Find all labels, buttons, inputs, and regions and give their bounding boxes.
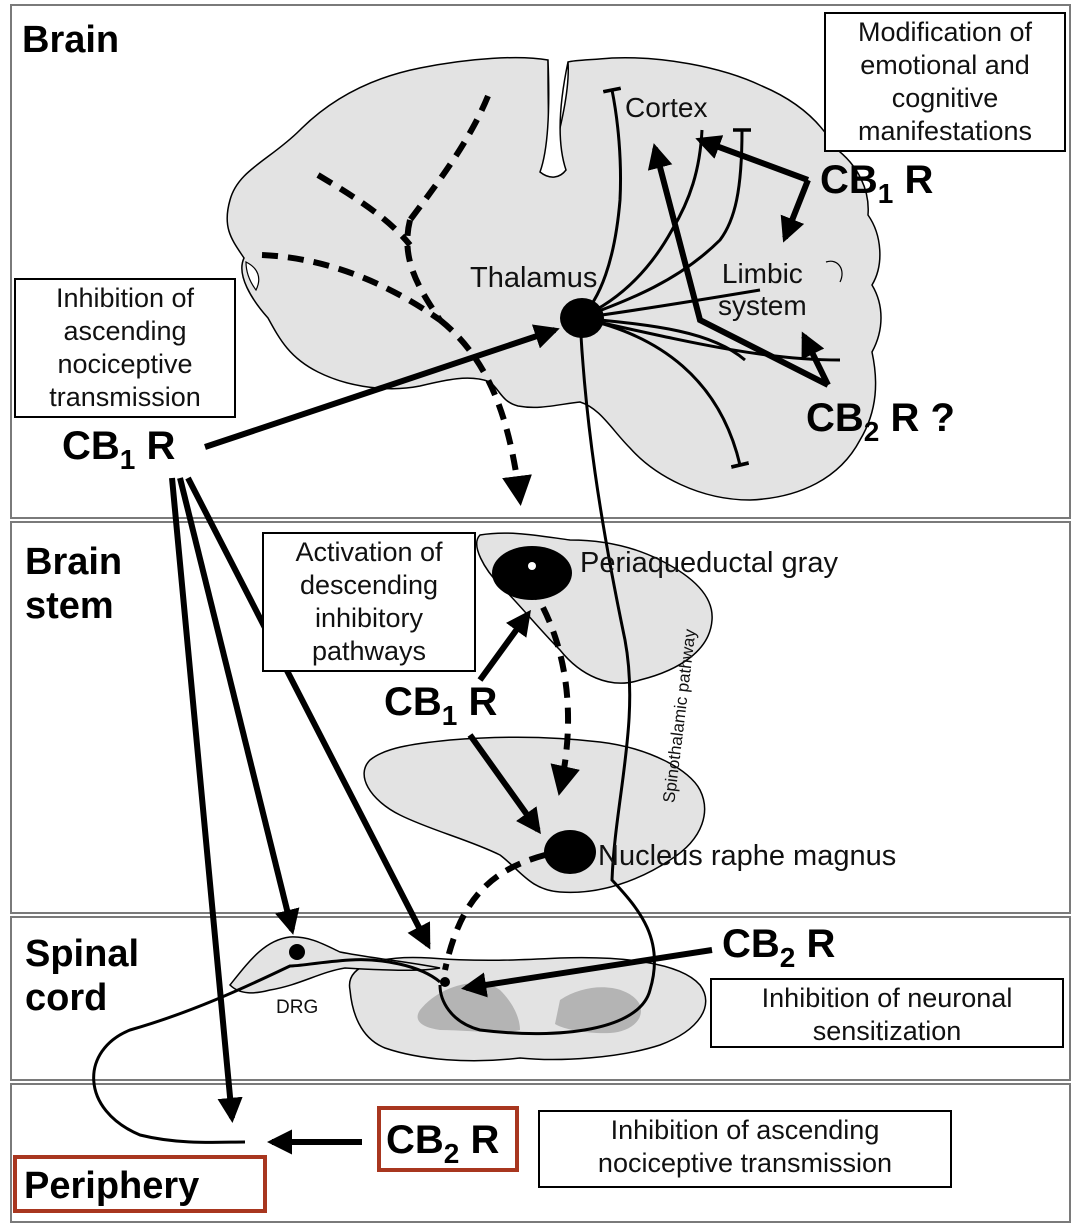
drg-label: DRG (276, 992, 318, 1024)
periaqueductal-gray-nucleus (492, 546, 572, 600)
modification-effect-box: Modification of emotional and cognitive … (824, 12, 1066, 152)
nucleus-raphe-magnus-label: Nucleus raphe magnus (598, 840, 896, 872)
region-label-spinal-cord: Spinal cord (25, 932, 139, 1020)
cb2-receptor-brain: CB2 R ? (806, 396, 955, 444)
thalamus-nucleus (560, 298, 604, 338)
raphe-nucleus (544, 830, 596, 874)
thalamus-label: Thalamus (470, 262, 597, 294)
region-label-brain: Brain (22, 18, 119, 62)
inhibition-periphery-effect-box: Inhibition of ascending nociceptive tran… (538, 1110, 952, 1188)
periphery-highlight (13, 1155, 267, 1213)
cb2-periphery-highlight (377, 1106, 519, 1172)
cb1-receptor-brain-left: CB1 R (62, 424, 175, 472)
drg-cell-body (289, 944, 305, 960)
cb1-receptor-brain-right: CB1 R (820, 158, 933, 206)
limbic-system-label: Limbic system (718, 258, 807, 322)
inhibition-ascending-effect-box: Inhibition of ascending nociceptive tran… (14, 278, 236, 418)
activation-descending-effect-box: Activation of descending inhibitory path… (262, 532, 476, 672)
cb1-receptor-brainstem: CB1 R (384, 680, 497, 728)
periaqueductal-gray-label: Periaqueductal gray (580, 547, 838, 579)
cb2-receptor-spinal: CB2 R (722, 922, 835, 970)
cortex-label: Cortex (625, 92, 707, 124)
region-label-brain-stem: Brain stem (25, 540, 122, 628)
inhibition-neuronal-effect-box: Inhibition of neuronal sensitization (710, 978, 1064, 1048)
